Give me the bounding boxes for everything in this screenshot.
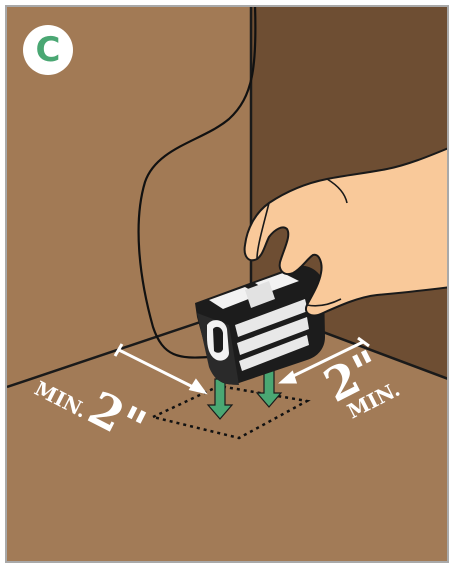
installation-illustration: 2" MIN. 2" MIN. xyxy=(7,7,449,563)
illustration-frame: 2" MIN. 2" MIN. xyxy=(5,5,449,563)
step-letter: C xyxy=(36,33,61,67)
step-badge: C xyxy=(23,25,73,75)
